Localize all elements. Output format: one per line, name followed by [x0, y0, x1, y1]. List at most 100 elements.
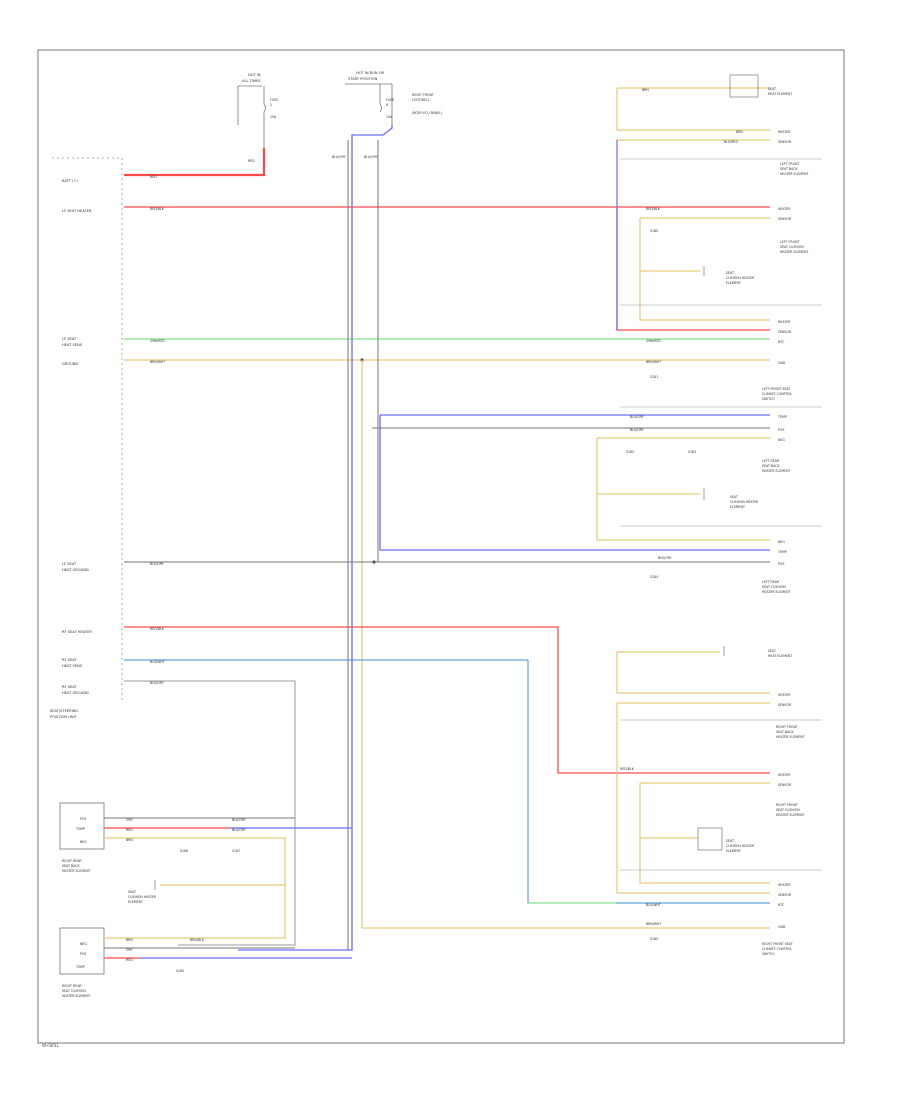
lf-back-wire-blu: BLU/RED	[724, 140, 738, 144]
wire-batt-feed	[124, 148, 266, 177]
rr-back-pin-temp: TEMP	[75, 827, 85, 831]
wire-label-lf-heater-2: RED/BLK	[646, 207, 661, 211]
seat-steering-position-unit: BATT (+) LF SEAT HEATER LF SEAT HEAT SEN…	[50, 157, 123, 719]
lr-cush-label-1: LEFT REAR	[762, 580, 780, 584]
rf-pin-heater: HEATER	[778, 693, 791, 697]
rr-wire-blkgry: BLK/GRY	[232, 818, 246, 822]
fuse-2-number: 8	[386, 103, 388, 107]
rr-cush-wire-gry: GRY	[126, 948, 132, 952]
lf-cush-label-2: SEAT CUSHION	[780, 245, 804, 249]
rf-lower-label-1: SEAT	[726, 839, 734, 843]
lr-cush-label-2: SEAT CUSHION	[762, 585, 786, 589]
wire-rf-ground	[124, 680, 296, 946]
splice-s1: S180	[650, 229, 658, 233]
rf-heat-label-1: SEAT	[768, 649, 776, 653]
rf-cush-label-1: RIGHT FRONT	[776, 803, 798, 807]
lr-pin-pos: POS	[778, 428, 784, 432]
lf-heat-label-1: SEAT	[768, 87, 776, 91]
lf-switch-label-1: LEFT FRONT SEAT	[762, 387, 790, 391]
rr-back-pin-pos: POS	[80, 817, 86, 821]
rr-wire-red-1: RED	[126, 828, 133, 832]
rr-cush-wire-red: RED	[126, 958, 133, 962]
rr-back-connector-icon	[59, 802, 105, 850]
wire-label-rr-ground: BRN/WHT	[646, 922, 661, 926]
pin-lf-ground-1: LF SEAT	[62, 562, 77, 566]
lr-seat-heater: TEMP POS NEG LEFT REAR SEAT BACK HEATER …	[596, 415, 822, 594]
lf-sw-pin-ntc: NTC	[778, 340, 785, 344]
wire-label-lf-heater: RED/BLK	[150, 207, 165, 211]
rf-cush-label-2: SEAT CUSHION	[776, 808, 800, 812]
lf-heat-label-2: HEAT ELEMENT	[768, 92, 792, 96]
wire-label-red-batt: RED	[150, 175, 157, 179]
lf-pin-sensor: SENSOR	[778, 140, 792, 144]
lr-back-label-3: HEATER ELEMENT	[762, 469, 790, 473]
wire-label-rf-heater-2: RED/BLK	[620, 767, 635, 771]
rf-switch-label-1: RIGHT FRONT SEAT	[762, 942, 793, 946]
lr-cush-pin-neg: NEG	[778, 540, 785, 544]
lf-back-wire-brn: BRN	[736, 130, 743, 134]
splice-s6: S185	[176, 969, 184, 973]
fuse-2-icon	[379, 103, 382, 113]
fuse-2-title-2: START POSITION	[348, 77, 378, 81]
rr-cush-pin-neg: NEG	[80, 942, 87, 946]
lr-cush-pin-pos: POS	[778, 562, 784, 566]
fuse-1-title-1: HOT IN	[248, 73, 261, 77]
diagram-border	[37, 49, 845, 1044]
lf-cush-label-3: HEATER ELEMENT	[780, 250, 808, 254]
rr-wire-gry-1: GRY	[126, 818, 132, 822]
pin-batt: BATT (+)	[62, 179, 79, 183]
wire-rf-sensor	[124, 659, 770, 904]
lr-back-label-2: SEAT BACK	[762, 464, 780, 468]
lf-back-label-2: SEAT BACK	[780, 167, 798, 171]
rf-pin-sensor: SENSOR	[778, 703, 792, 707]
pin-lf-sensor-2: HEAT SENS	[62, 343, 83, 347]
fuse-block-hot-at-all-times: HOT IN ALL TIMES FUSE 2 15A	[237, 73, 278, 148]
lf-switch-label-2: CLIMATE CONTROL	[762, 392, 792, 396]
wire-label-lr-gray: BLK/GRY	[630, 428, 644, 432]
rr-back-label-2: SEAT BACK	[62, 864, 80, 868]
rf-back-label-3: HEATER ELEMENT	[776, 735, 804, 739]
rr-cush-label-2: SEAT CUSHION	[62, 989, 86, 993]
lr-lower-label-2: CUSHION HEATER	[730, 500, 759, 504]
lf-heat-wire-brn: BRN	[642, 88, 649, 92]
module-name-2: POSITION UNIT	[50, 715, 78, 719]
wire-label-lf-sensor-2: GRN/RED	[646, 339, 661, 343]
wire-label-fuse-out-2: BLU/GRY	[364, 155, 378, 159]
rr-cush-label-3: HEATER ELEMENT	[62, 994, 90, 998]
pin-rf-heater: RF SEAT HEATER	[62, 630, 92, 634]
lf-cush-label-1: LEFT FRONT	[780, 240, 799, 244]
pin-lf-sensor-1: LF SEAT	[62, 337, 77, 341]
lf-sw-pin-heater: HEATER	[778, 320, 791, 324]
wire-label-ground: BRN/WHT	[150, 360, 165, 364]
wire-lf-heater	[124, 206, 770, 331]
splice-s5: S184	[650, 575, 658, 579]
lr-pin-neg: NEG	[778, 438, 785, 442]
rr-cush-wire-brnblk: BRN/BLK	[190, 938, 205, 942]
lf-back-label-1: LEFT FRONT	[780, 162, 799, 166]
wire-label-lf-sensor: GRN/RED	[150, 339, 165, 343]
lr-cush-pin-temp: TEMP	[777, 550, 787, 554]
rf-seat-heater: SEAT HEAT ELEMENT HEATER SENSOR RIGHT FR…	[616, 646, 822, 956]
splice-s2: S181	[650, 375, 658, 379]
lr-lower-label-3: ELEMENT	[730, 505, 745, 509]
rr-lower-label-3: ELEMENT	[128, 900, 143, 904]
wire-label-lf-ground-2: BLK/GRY	[658, 556, 672, 560]
rr-cush-wire-brn: BRN	[126, 938, 133, 942]
wire-label-fuse-out-1: BLU/GRY	[332, 155, 346, 159]
rf-lower-label-2: CUSHION HEATER	[726, 844, 755, 848]
lr-pin-temp: TEMP	[777, 415, 787, 419]
splice-s3: S182	[626, 450, 634, 454]
lf-switch-label-3: SWITCH	[762, 397, 775, 401]
rr-cush-pin-temp: TEMP	[75, 965, 85, 969]
rr-back-pin-neg: NEG	[80, 840, 87, 844]
rf-switch-label-2: CLIMATE CONTROL	[762, 947, 792, 951]
splice-s7: S186	[180, 849, 188, 853]
wire-label-ground-2: BRN/WHT	[646, 360, 661, 364]
rf-cush-pin-sensor: SENSOR	[778, 783, 792, 787]
rr-wire-blugry: BLU/GRY	[232, 828, 246, 832]
pin-rf-ground-2: HEAT GROUND	[62, 691, 89, 695]
rr-wire-brn-1: BRN	[126, 838, 133, 842]
rf-switch-label-3: SWITCH	[762, 952, 775, 956]
pin-lf-ground-2: HEAT GROUND	[62, 568, 89, 572]
fuse-2-title-1: HOT IN RUN OR	[356, 71, 385, 75]
